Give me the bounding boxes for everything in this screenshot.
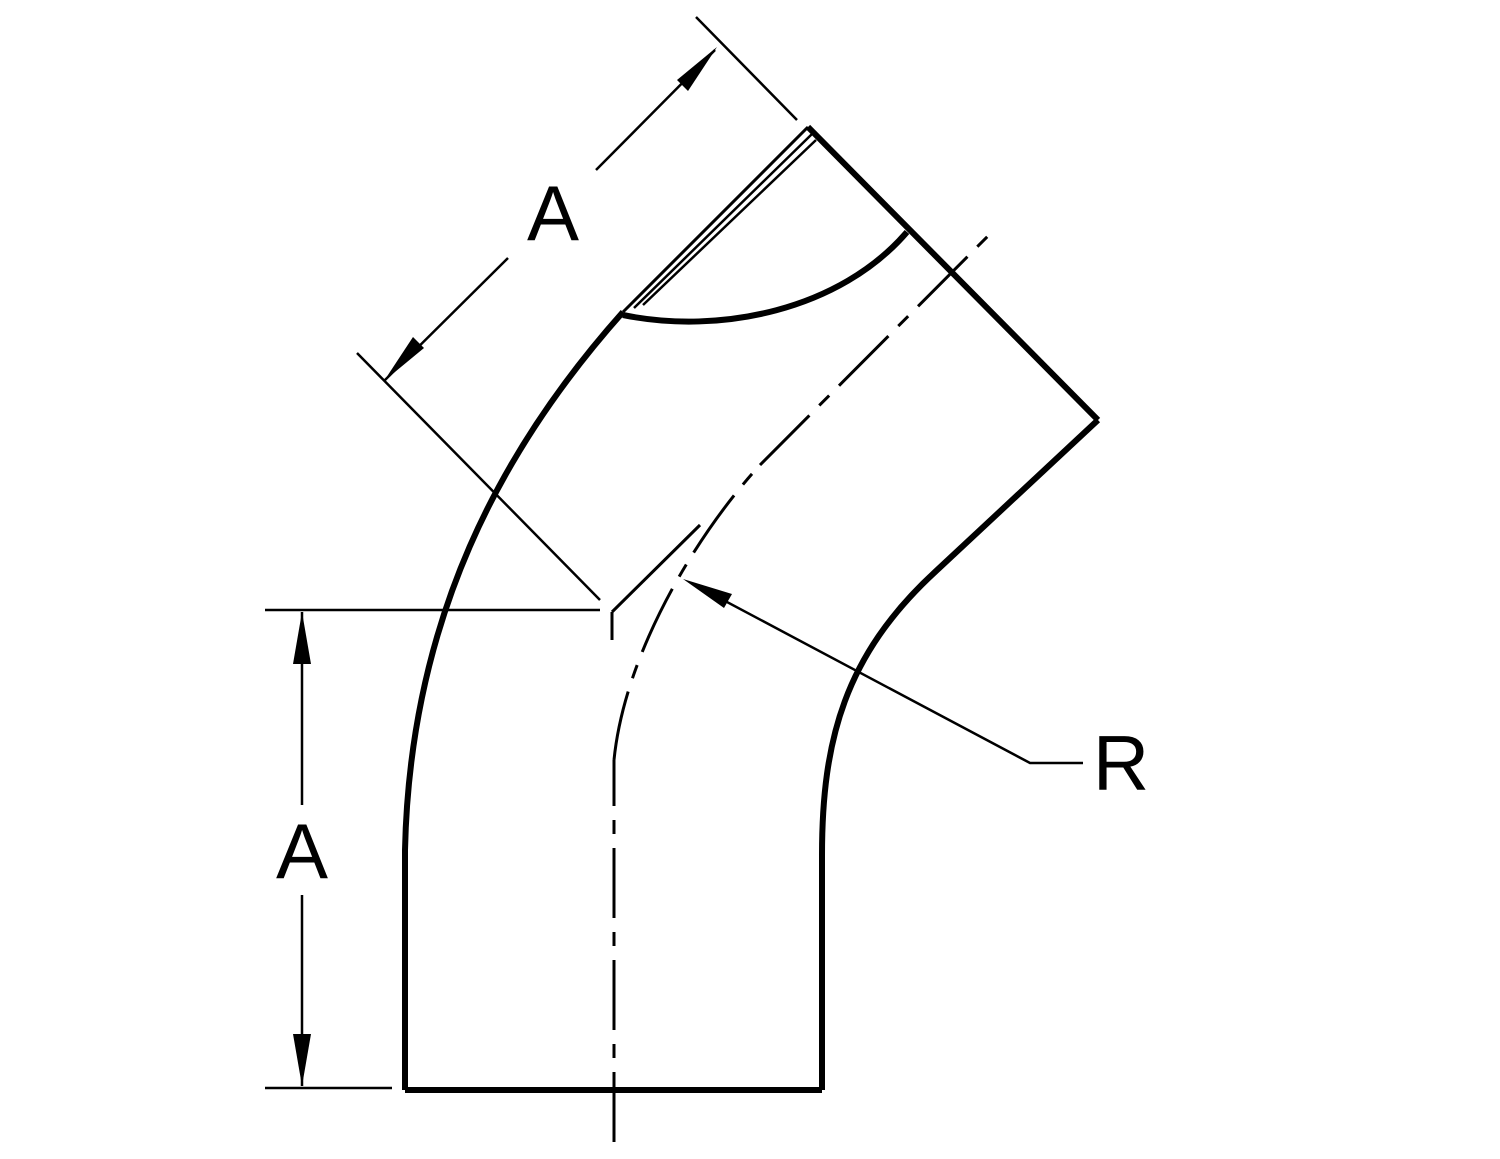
top-leg-right-face (805, 124, 1101, 423)
top-dimension: A (356, 16, 798, 601)
wall-inner-line (633, 133, 813, 309)
bore-arc (622, 230, 910, 325)
extension-line-outer (695, 16, 798, 121)
wall-inner-line-2 (642, 139, 817, 306)
arrowhead-upper-right (677, 47, 717, 91)
dimension-label-a-bottom: A (276, 807, 328, 895)
radius-callout: R (683, 579, 1149, 807)
extension-line-lower (356, 352, 601, 601)
centerline-curve (612, 463, 762, 761)
centerline-diagonal (758, 234, 990, 467)
outer-contour (402, 310, 626, 1090)
dimension-label-a-top: A (527, 169, 579, 257)
arrowhead-down (293, 1034, 311, 1086)
top-opening (621, 125, 910, 325)
radius-leader-line (694, 583, 1083, 765)
radius-label: R (1093, 719, 1149, 807)
diagonal-axis-extension (610, 523, 702, 614)
inner-contour (819, 417, 1101, 1090)
wall-outer-line (621, 125, 810, 314)
radius-arrowhead (683, 579, 732, 608)
arrowhead-lower-left (384, 337, 424, 381)
elbow-outline (402, 124, 1101, 1093)
bend-point-lines (610, 523, 702, 640)
arrowhead-up (293, 612, 311, 664)
centerline (612, 234, 990, 1142)
bottom-dimension: A (265, 608, 600, 1090)
